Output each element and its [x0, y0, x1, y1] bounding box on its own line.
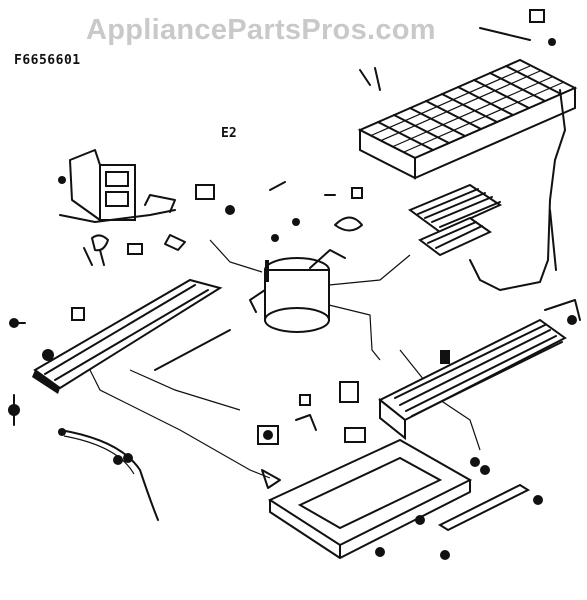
small-parts-left[interactable]: [58, 176, 235, 266]
heater-element[interactable]: [378, 299, 581, 441]
wire-harness[interactable]: [58, 428, 159, 521]
top-right-fasteners[interactable]: [359, 9, 556, 91]
center-clips[interactable]: [154, 181, 363, 431]
relay-overload[interactable]: [257, 381, 366, 489]
base-frame[interactable]: [267, 438, 473, 559]
drain-tube: [469, 89, 566, 291]
watermark-text: AppliancePartsPros.com: [86, 14, 436, 46]
damper-assembly[interactable]: [59, 149, 176, 223]
compressor[interactable]: [249, 249, 346, 333]
condenser-grid[interactable]: [407, 183, 503, 257]
refrigerant-tubing: [89, 239, 481, 479]
drain-pan-left[interactable]: [32, 278, 223, 394]
evaporator-coil[interactable]: [357, 58, 578, 180]
mounting-bracket[interactable]: [437, 457, 543, 560]
section-label: E2: [221, 126, 237, 141]
screws-left[interactable]: [8, 307, 85, 426]
diagram-part-number: F6656601: [14, 53, 81, 68]
